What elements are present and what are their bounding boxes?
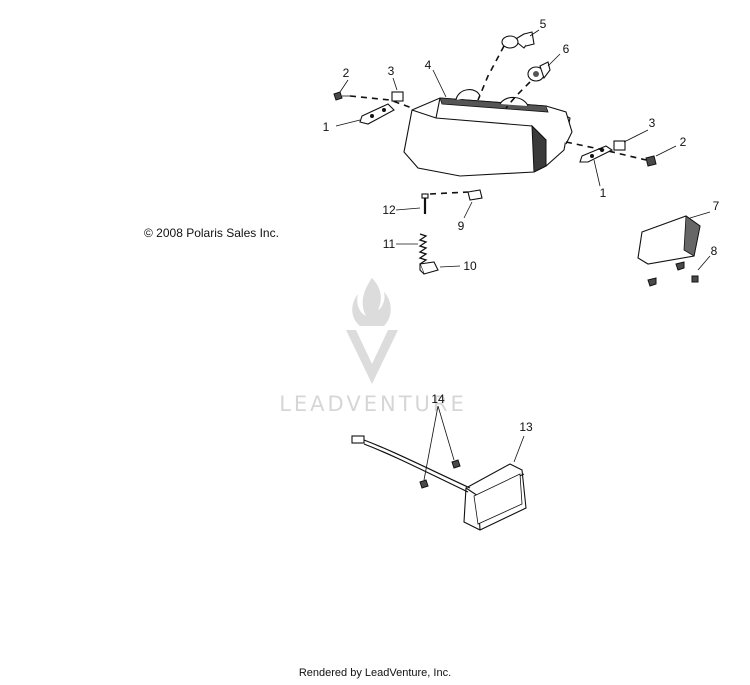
callout-numbers: 2 3 4 5 6 1 3 2 1 7 8 12 9 11 10 14 13 bbox=[323, 17, 720, 434]
right-bracket bbox=[579, 145, 614, 163]
callout-10: 10 bbox=[463, 259, 477, 273]
screws-8 bbox=[647, 261, 699, 287]
callout-5: 5 bbox=[540, 17, 547, 31]
dash-adjuster bbox=[429, 191, 469, 195]
dash-bulb5 bbox=[477, 45, 505, 101]
left-clip bbox=[391, 91, 404, 102]
callout-6: 6 bbox=[563, 42, 570, 56]
bulb-6 bbox=[527, 61, 551, 82]
copyright-text: © 2008 Polaris Sales Inc. bbox=[144, 226, 279, 240]
watermark-text: LEADVENTURE bbox=[279, 392, 467, 416]
flame-logo-icon bbox=[346, 278, 398, 384]
callout-9: 9 bbox=[458, 219, 465, 233]
callout-14: 14 bbox=[431, 392, 445, 406]
headlight-housing bbox=[403, 89, 573, 177]
callout-1-right: 1 bbox=[600, 186, 607, 200]
callout-3-right: 3 bbox=[649, 116, 656, 130]
adjuster-screw-12 bbox=[421, 193, 429, 214]
nut-14a bbox=[419, 479, 429, 489]
callout-4: 4 bbox=[425, 58, 432, 72]
dash-left bbox=[349, 95, 413, 109]
callout-8: 8 bbox=[711, 244, 718, 258]
right-clip bbox=[613, 140, 626, 151]
reflector-7 bbox=[637, 215, 701, 265]
spring-11 bbox=[418, 233, 428, 265]
callout-3-left: 3 bbox=[388, 64, 395, 78]
leadventure-watermark: LEADVENTURE bbox=[279, 278, 467, 416]
tail-light-13 bbox=[463, 463, 527, 531]
leader-lines bbox=[335, 29, 711, 481]
dash-right bbox=[565, 141, 647, 161]
bulb-5 bbox=[501, 31, 535, 49]
left-bracket bbox=[359, 103, 395, 125]
nut-14b bbox=[451, 459, 461, 469]
callout-11: 11 bbox=[383, 237, 396, 251]
callout-7: 7 bbox=[713, 199, 720, 213]
right-screw bbox=[645, 155, 657, 167]
nut-10 bbox=[419, 261, 439, 275]
callout-1-left: 1 bbox=[323, 120, 330, 134]
callout-12: 12 bbox=[382, 203, 396, 217]
wire-harness bbox=[351, 435, 471, 493]
callout-2-left: 2 bbox=[343, 66, 350, 80]
footer-credit: Rendered by LeadVenture, Inc. bbox=[298, 667, 452, 679]
clip-nut-9 bbox=[467, 189, 483, 201]
left-screw bbox=[333, 91, 350, 101]
callout-2-right: 2 bbox=[680, 135, 687, 149]
callout-13: 13 bbox=[519, 420, 533, 434]
